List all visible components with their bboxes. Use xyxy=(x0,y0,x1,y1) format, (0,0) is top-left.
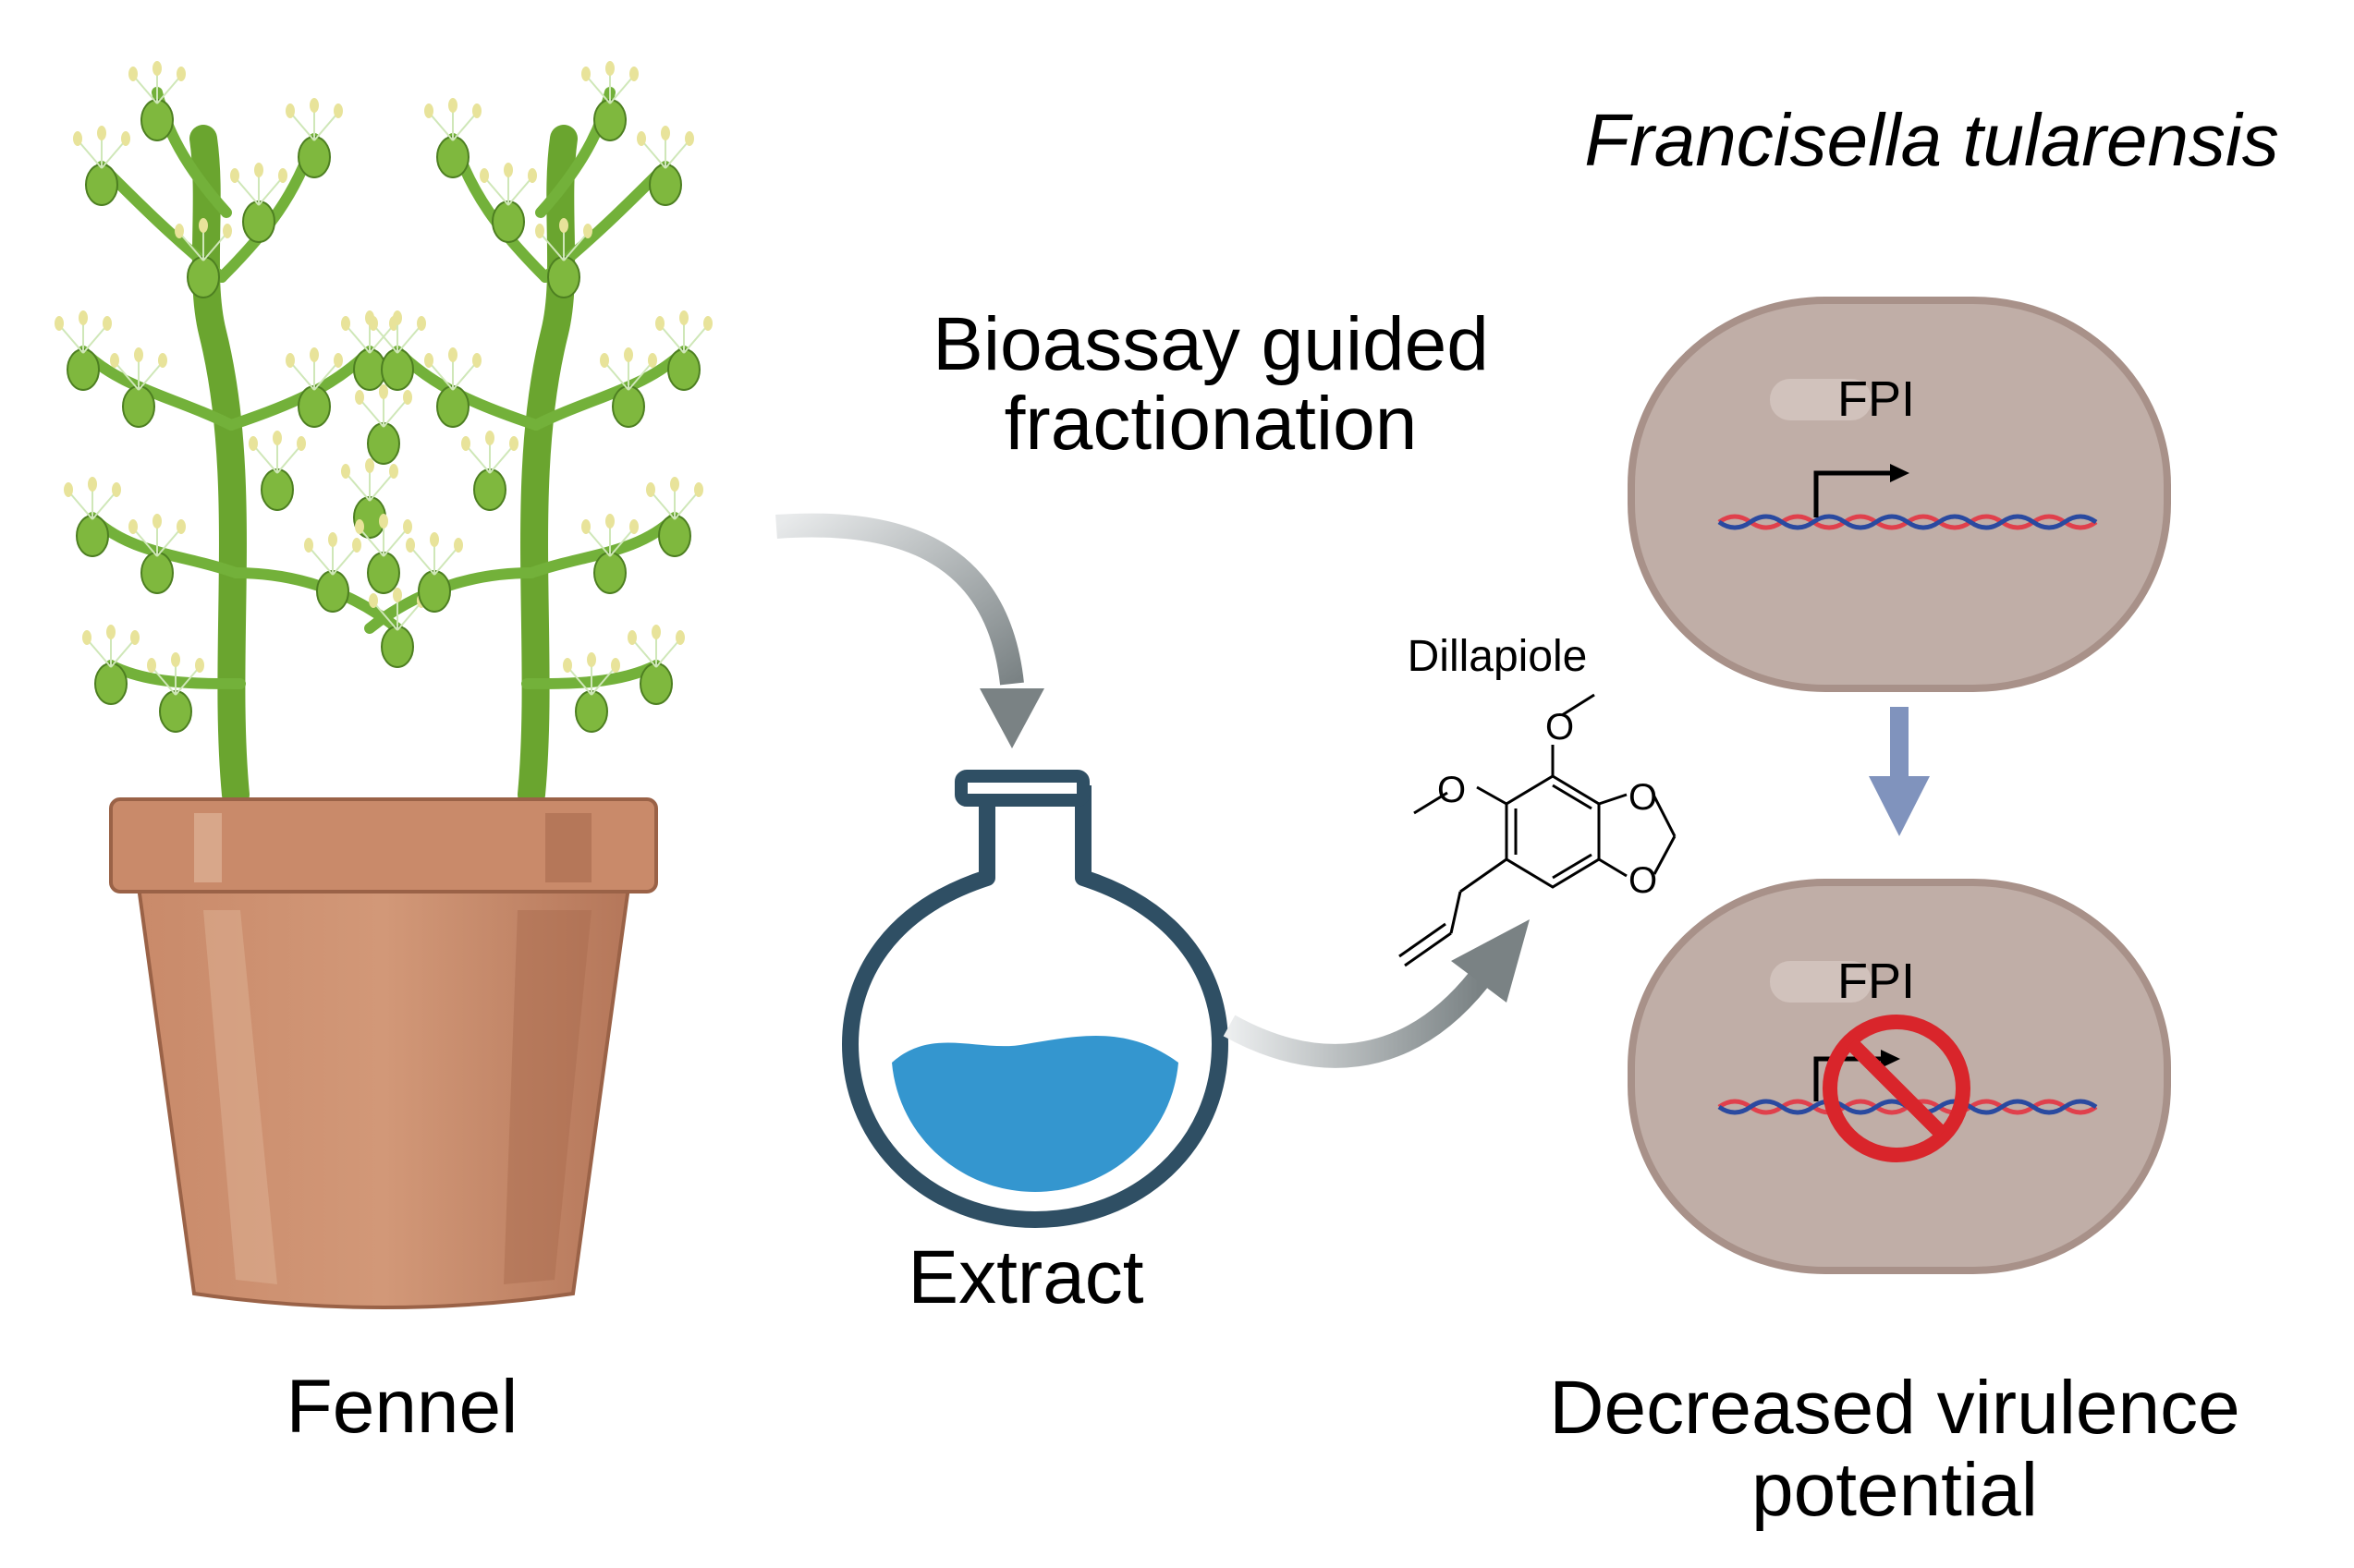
fpi-label-top: FPI xyxy=(1836,371,1915,427)
outcome-line2: potential xyxy=(1750,1447,2039,1532)
organism-title: Francisella tularensis xyxy=(1584,99,2279,181)
plant-label: Fennel xyxy=(286,1365,518,1449)
fpi-label-bottom: FPI xyxy=(1836,954,1915,1009)
inhibition-icon xyxy=(1823,1015,1970,1162)
atom-oxygen-left: O xyxy=(1437,770,1466,810)
down-arrow xyxy=(1869,707,1930,836)
fennel-stem-right xyxy=(518,125,578,808)
arrow-extract-to-compound xyxy=(1223,919,1530,1068)
bacterium-cell-top xyxy=(1628,297,2171,692)
extract-label: Extract xyxy=(908,1235,1144,1319)
fennel-florets xyxy=(54,60,714,733)
benzene-ring xyxy=(1505,774,1601,889)
outcome-line1: Decreased virulence xyxy=(1549,1366,2240,1450)
arrow-plant-to-extract xyxy=(775,513,1044,748)
dna-strand-top xyxy=(1717,514,2098,530)
flower-pot xyxy=(109,797,658,1309)
dillapiole-structure xyxy=(1398,693,1677,967)
fennel-plant xyxy=(54,60,714,1309)
atom-oxygen-ring-top: O xyxy=(1628,777,1657,818)
atom-oxygen-ring-bottom: O xyxy=(1628,860,1657,901)
flask-icon xyxy=(842,770,1228,1228)
process-step-line2: fractionation xyxy=(1004,382,1418,467)
bacterium-cell-bottom xyxy=(1628,879,2171,1274)
promoter-arrow-top xyxy=(1813,464,1909,517)
atom-oxygen-top: O xyxy=(1545,707,1574,748)
process-step-label: Bioassay guided fractionation xyxy=(795,302,1627,467)
flask-liquid xyxy=(892,1036,1178,1192)
compound-label: Dillapiole xyxy=(1407,632,1588,681)
process-step-line1: Bioassay guided xyxy=(933,302,1489,386)
fennel-stem-left xyxy=(189,125,250,808)
outcome-label: Decreased virulence potential xyxy=(1442,1367,2348,1531)
